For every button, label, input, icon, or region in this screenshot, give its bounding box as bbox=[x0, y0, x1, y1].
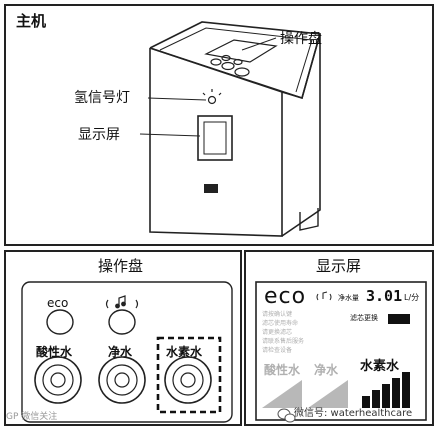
watermark-right: 微信号: waterhealthcare bbox=[294, 408, 413, 419]
sound-icon bbox=[105, 295, 139, 309]
filter-indicator bbox=[388, 314, 410, 324]
display-flow-label: 净水量 bbox=[338, 294, 359, 302]
display-mode-purified: 净水 bbox=[314, 363, 339, 377]
device-button-1 bbox=[210, 58, 222, 66]
callout-line-control bbox=[241, 37, 277, 51]
callout-hydrogen-light: 氢信号灯 bbox=[74, 90, 130, 106]
purified-water-button bbox=[98, 356, 146, 404]
purified-water-label: 净水 bbox=[108, 345, 133, 359]
callout-line-light bbox=[147, 97, 207, 101]
display-mode-hydrogen: 水素水 bbox=[360, 359, 400, 374]
hint-line-1: 滤芯使用寿命 bbox=[262, 320, 299, 327]
acid-water-button bbox=[34, 356, 82, 404]
hydrogen-water-button bbox=[164, 356, 212, 404]
device-control-area bbox=[204, 39, 278, 77]
hydrogen-bars bbox=[362, 372, 410, 408]
hydrogen-light-icon bbox=[202, 89, 222, 105]
acid-water-label: 酸性水 bbox=[36, 345, 73, 359]
hint-line-4: 请检查设备 bbox=[262, 347, 293, 354]
display-flow-value: 3.01 bbox=[366, 287, 403, 305]
callout-control-panel: 操作盘 bbox=[280, 31, 322, 47]
device-button-3 bbox=[234, 67, 250, 77]
display-flow-unit: L/分 bbox=[404, 293, 420, 302]
device-button-2 bbox=[221, 61, 235, 71]
hint-line-2: 请更换滤芯 bbox=[262, 329, 293, 336]
hydrogen-water-label: 水素水 bbox=[166, 345, 203, 359]
callout-display-screen: 显示屏 bbox=[78, 127, 120, 143]
display-eco: eco bbox=[264, 284, 307, 309]
eco-button bbox=[46, 309, 74, 335]
control-panel-title: 操作盘 bbox=[98, 257, 144, 275]
sound-button bbox=[108, 309, 136, 335]
device-logo-icon bbox=[204, 184, 218, 193]
main-unit-title: 主机 bbox=[16, 12, 47, 30]
callout-line-screen bbox=[139, 133, 201, 137]
purified-bar bbox=[308, 380, 348, 408]
eco-button-label: eco bbox=[47, 296, 69, 310]
device-screen bbox=[197, 115, 233, 161]
hint-line-3: 请联系售后服务 bbox=[262, 338, 305, 345]
signal-icon bbox=[316, 291, 332, 301]
acid-bar bbox=[262, 380, 302, 408]
display-filter-label: 滤芯更换 bbox=[350, 314, 378, 322]
display-title: 显示屏 bbox=[316, 257, 362, 275]
highlight-box bbox=[156, 336, 222, 414]
hint-line-0: 请按确认键 bbox=[262, 311, 293, 318]
device-pipe bbox=[299, 208, 319, 231]
watermark-left: GP 微信关注 bbox=[6, 412, 58, 422]
device-body bbox=[149, 21, 322, 237]
display-mode-acid: 酸性水 bbox=[264, 363, 301, 377]
main-unit-panel bbox=[4, 4, 434, 246]
mode-bars bbox=[262, 372, 410, 408]
